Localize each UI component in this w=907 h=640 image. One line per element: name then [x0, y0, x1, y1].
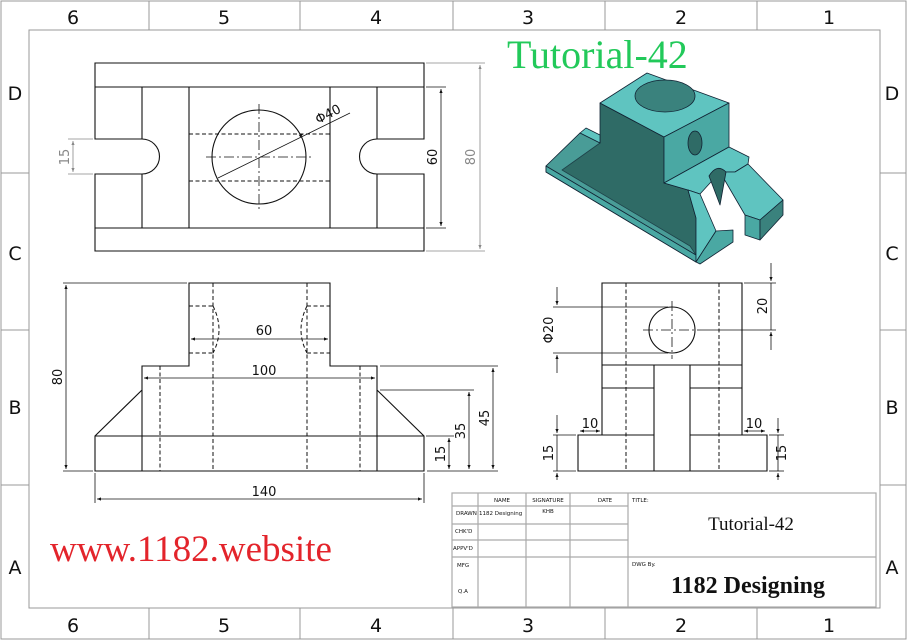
side-view: Φ20 20 10 10 15 15: [542, 263, 790, 480]
zone-col-1-bottom: 1: [823, 615, 835, 637]
tb-header-date: DATE: [598, 498, 613, 504]
dim-side-10-left: 10: [582, 417, 599, 432]
dim-front-35: 35: [454, 423, 469, 440]
zone-col-1: 1: [823, 7, 835, 29]
hole-leader: [217, 112, 351, 179]
top-view: Φ40 60 80 15: [58, 62, 485, 252]
tb-drawn-name: 1182 Designing: [479, 511, 522, 517]
tb-appvd-label: APPV'D: [453, 546, 473, 552]
zone-col-2: 2: [675, 7, 687, 29]
zone-row-c-right: C: [885, 243, 898, 265]
zone-row-d: D: [8, 83, 23, 105]
zone-col-6: 6: [67, 7, 79, 29]
zone-col-6-bottom: 6: [67, 615, 79, 637]
dim-side-dia20: Φ20: [542, 317, 557, 344]
zone-col-3-bottom: 3: [522, 615, 534, 637]
zone-col-2-bottom: 2: [675, 615, 687, 637]
zone-labels: 6 5 4 3 2 1 6 5 4 3 2 1 D C B A D C B A: [8, 7, 900, 637]
watermark-title: Tutorial-42: [507, 32, 688, 77]
dim-side-20: 20: [756, 298, 771, 315]
website-watermark: www.1182.website: [50, 529, 332, 570]
zone-row-b: B: [8, 397, 21, 419]
dim-top-15: 15: [58, 149, 73, 166]
dim-front-60: 60: [256, 324, 273, 339]
tb-drawn-signature: KHB: [542, 509, 554, 515]
tb-drawn-label: DRAWN: [456, 511, 477, 517]
dim-front-80: 80: [51, 369, 66, 386]
dim-side-15-left: 15: [542, 445, 557, 462]
dim-side-15-right: 15: [775, 445, 790, 462]
tb-title-value: Tutorial-42: [708, 514, 794, 535]
tb-dwg-by-label: DWG By.: [632, 562, 656, 568]
isometric-model: [545, 72, 784, 265]
tb-chkd-label: CHK'D: [455, 529, 472, 535]
tb-mfg-label: MFG: [457, 563, 469, 569]
zone-row-a-right: A: [886, 557, 899, 579]
tb-header-title: TITLE:: [631, 498, 649, 504]
dim-side-10-right: 10: [746, 417, 763, 432]
zone-col-4: 4: [370, 7, 382, 29]
zone-col-4-bottom: 4: [370, 615, 382, 637]
tb-header-name: NAME: [494, 498, 511, 504]
zone-row-a: A: [9, 557, 22, 579]
front-view: 80 60 100 140 15 35 45: [51, 282, 498, 503]
tb-qa-label: Q.A: [458, 589, 468, 595]
dim-front-15: 15: [434, 446, 449, 463]
zone-row-d-right: D: [885, 83, 900, 105]
tb-header-signature: SIGNATURE: [532, 498, 564, 504]
dim-top-80: 80: [464, 149, 479, 166]
zone-col-3: 3: [522, 7, 534, 29]
zone-row-b-right: B: [885, 397, 898, 419]
zone-col-5-bottom: 5: [218, 615, 230, 637]
dim-front-45: 45: [478, 410, 493, 427]
dim-top-60: 60: [426, 149, 441, 166]
zone-row-c: C: [8, 243, 21, 265]
dim-front-140: 140: [252, 485, 277, 500]
title-block: NAME SIGNATURE DATE TITLE: DRAWN 1182 De…: [451, 492, 877, 608]
dim-front-100: 100: [252, 364, 277, 379]
zone-col-5: 5: [218, 7, 230, 29]
tb-dwg-by-value: 1182 Designing: [671, 573, 825, 599]
